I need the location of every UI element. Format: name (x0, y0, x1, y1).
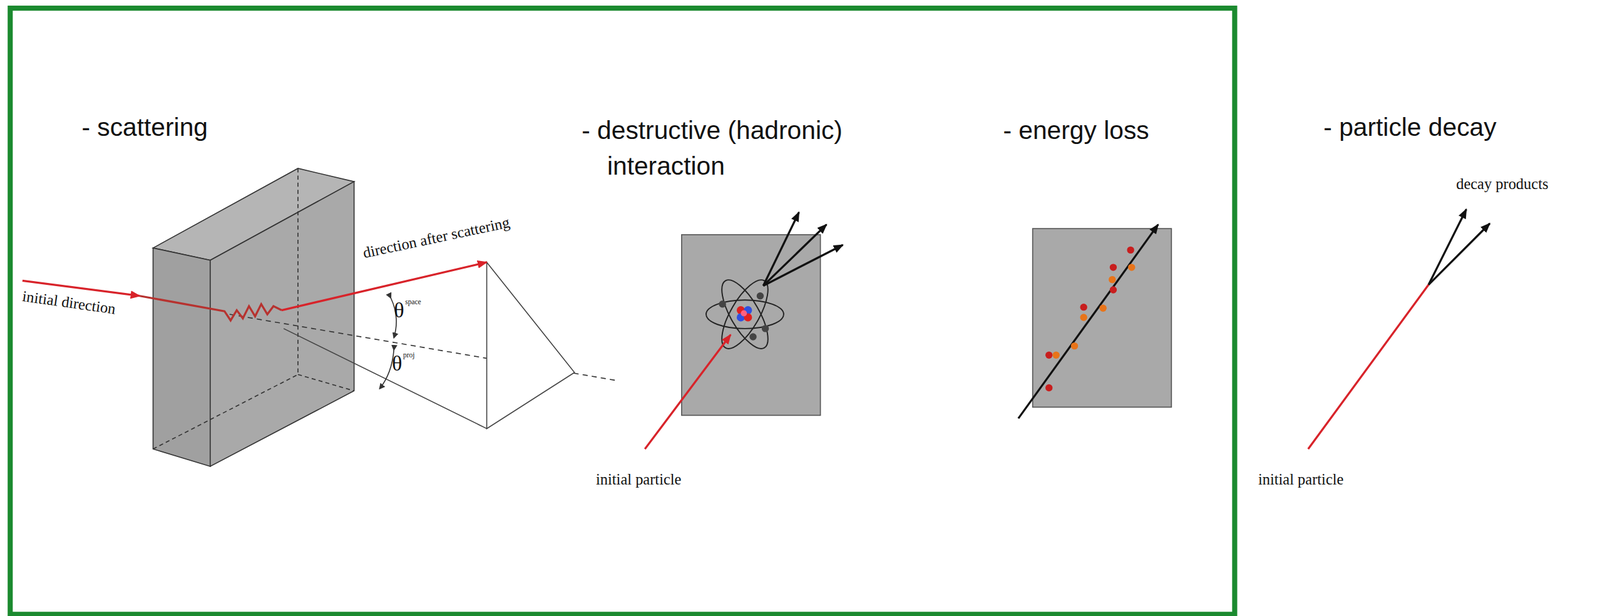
scattering-geometry (22, 262, 618, 429)
section-heading: - destructive (hadronic) interaction (581, 112, 903, 184)
decay-tracks (1308, 209, 1490, 449)
angle-subscript: proj (403, 351, 415, 360)
angle-symbol: θ (391, 351, 402, 376)
energy-loss-layer (1018, 224, 1172, 419)
material-block (153, 168, 355, 467)
group-frame (10, 8, 1235, 615)
angle-subscript: space (405, 297, 421, 307)
products-label: decay products (1456, 175, 1549, 193)
hadronic-target (644, 212, 843, 449)
section-heading: - particle decay (1323, 112, 1497, 142)
direction-label: direction after scattering (361, 214, 512, 263)
section-heading: - scattering (81, 112, 208, 142)
particle-label: initial particle (595, 471, 682, 489)
section-heading: - energy loss (1002, 115, 1149, 145)
particle-label: initial particle (1258, 471, 1344, 489)
direction-label: initial direction (21, 287, 118, 319)
angle-symbol: θ (393, 297, 404, 323)
